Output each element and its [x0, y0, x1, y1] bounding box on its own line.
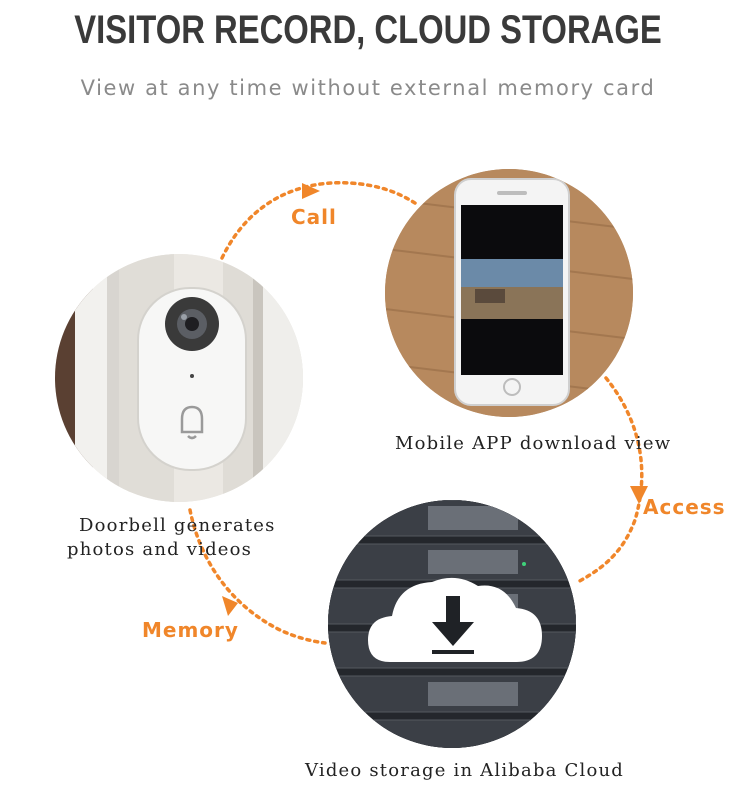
call-arrow-path	[220, 180, 420, 260]
smartphone-image	[385, 169, 633, 417]
page-subtitle: View at any time without external memory…	[80, 76, 656, 100]
access-arrowhead	[630, 486, 648, 504]
access-label: Access	[643, 495, 726, 519]
memory-arrow-path	[188, 508, 327, 645]
doorbell-caption-line1: Doorbell generates	[79, 515, 276, 536]
doorbell-caption-line2: photos and videos	[67, 539, 253, 560]
memory-arrowhead	[222, 596, 238, 616]
mobile-caption: Mobile APP download view	[395, 433, 672, 454]
bell-icon	[180, 405, 204, 440]
memory-label: Memory	[142, 618, 239, 642]
cloud-caption: Video storage in Alibaba Cloud	[305, 760, 625, 781]
doorbell-photo	[55, 254, 303, 502]
page-title: VISITOR RECORD, CLOUD STORAGE	[74, 8, 662, 52]
call-arrowhead	[302, 183, 320, 199]
cloud-server-photo	[328, 500, 576, 748]
doorbell-device-image	[55, 254, 303, 502]
cloud-download-icon	[368, 577, 542, 662]
call-label: Call	[291, 205, 337, 229]
mobile-phone-photo	[385, 169, 633, 417]
